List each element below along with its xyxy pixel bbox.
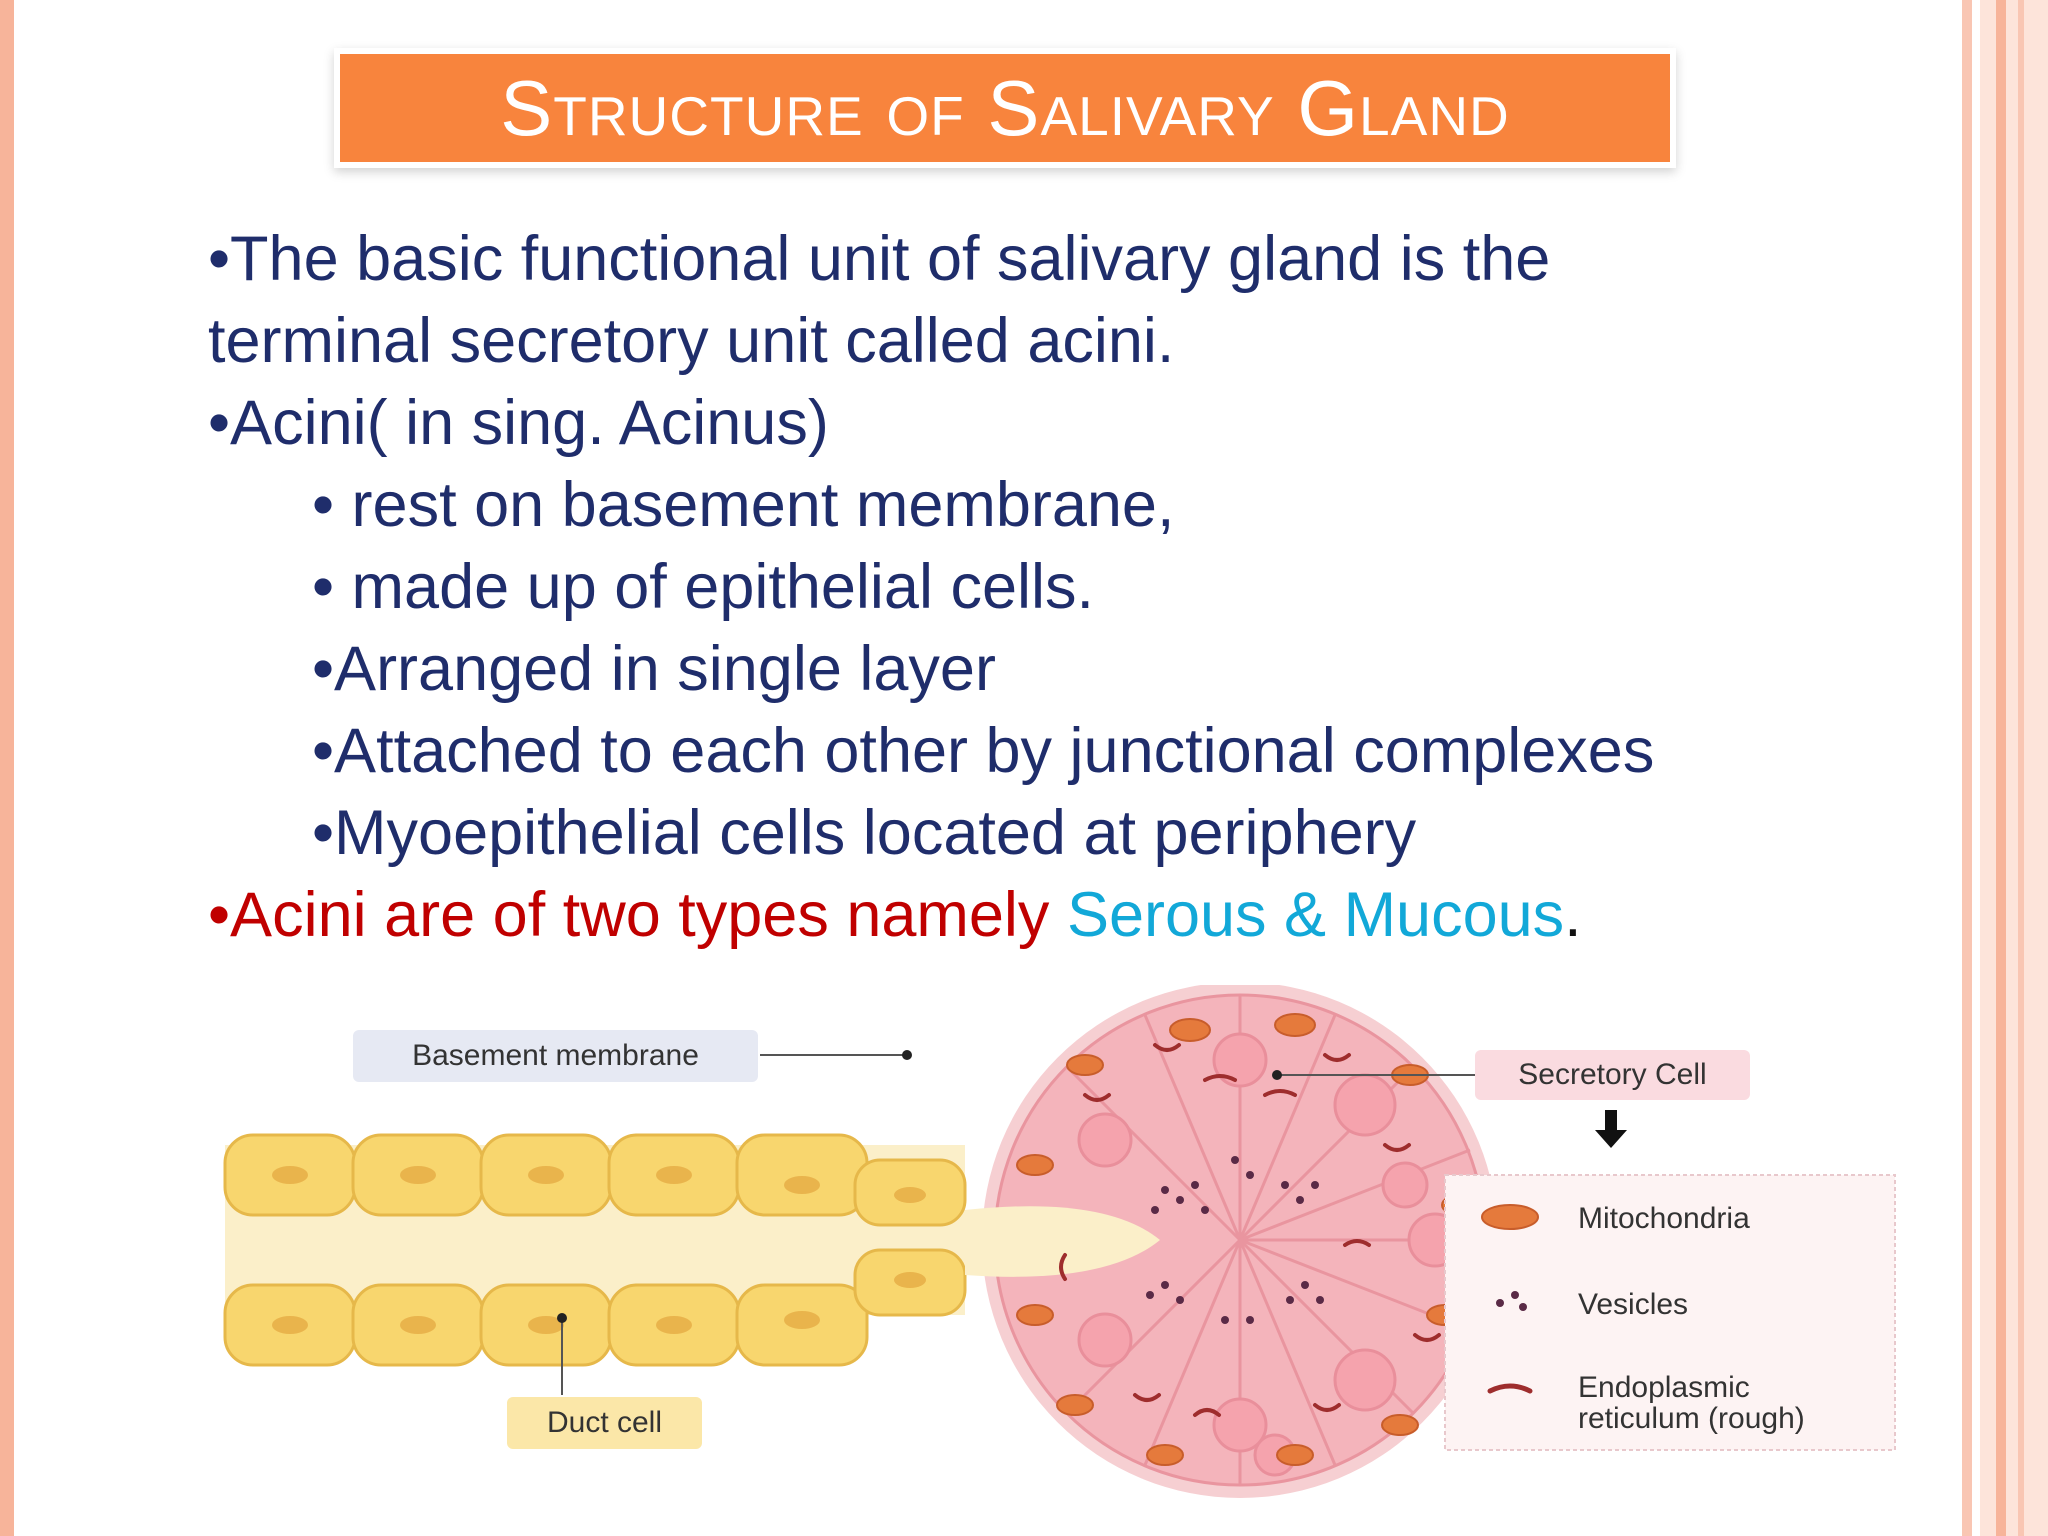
bullet-line-types: •Acini are of two types namely Serous & …	[208, 874, 1654, 956]
left-border-decoration	[0, 0, 14, 1536]
bullet-line-1: •The basic functional unit of salivary g…	[208, 224, 1551, 294]
salivary-acinus-diagram: Basement membrane Secretory Cell Duct ce…	[205, 982, 1905, 1505]
slide-title: Structure of Salivary Gland	[500, 63, 1510, 152]
duct-cell-label: Duct cell	[507, 1397, 702, 1449]
sub-bullet-1: • rest on basement membrane,	[312, 470, 1175, 540]
title-banner	[340, 54, 1670, 162]
serous-mucous-text: Serous & Mucous	[1066, 880, 1565, 950]
bullet-line-2: •Acini( in sing. Acinus)	[208, 388, 829, 458]
period-text: .	[1564, 880, 1582, 950]
sub-bullet-3: •Arranged in single layer	[312, 634, 996, 704]
bullet-line-1-continued: terminal secretory unit called acini.	[208, 306, 1175, 376]
sub-bullet-4: •Attached to each other by junctional co…	[312, 716, 1655, 786]
right-border-decoration	[1962, 0, 1972, 1536]
right-border-decoration	[1980, 0, 2048, 1536]
sub-bullet-5: •Myoepithelial cells located at peripher…	[312, 798, 1417, 868]
right-border-decoration	[1996, 0, 2006, 1536]
legend-vesicles: Vesicles	[1578, 1288, 1689, 1321]
basement-membrane-label: Basement membrane	[353, 1030, 758, 1082]
legend-er-line1: Endoplasmic	[1578, 1371, 1750, 1404]
right-border-decoration	[2018, 0, 2024, 1536]
legend-mitochondria: Mitochondria	[1578, 1202, 1750, 1235]
sub-bullet-2: • made up of epithelial cells.	[312, 552, 1094, 622]
secretory-cell-label: Secretory Cell	[1475, 1050, 1750, 1100]
duct-cells-top	[223, 1133, 967, 1227]
acinus-illustration	[223, 982, 1896, 1498]
acini-types-text: •Acini are of two types namely	[208, 880, 1067, 950]
bullet-list: •The basic functional unit of salivary g…	[208, 218, 1654, 956]
legend-er-line2: reticulum (rough)	[1578, 1402, 1805, 1435]
